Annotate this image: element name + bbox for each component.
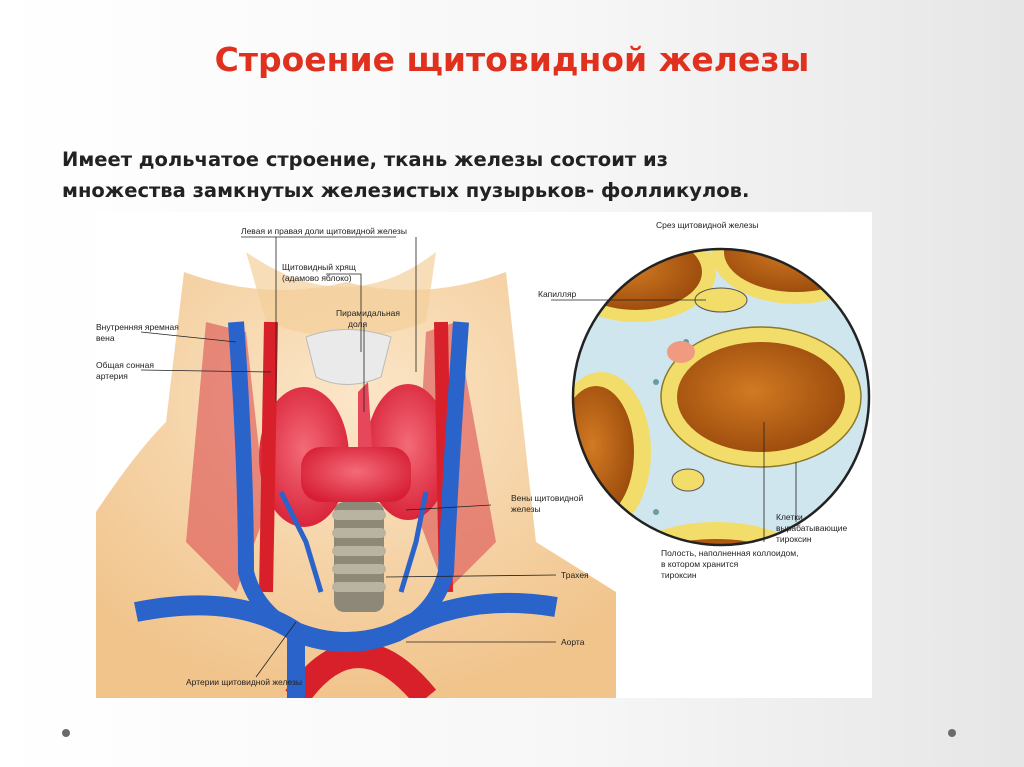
follicle-section bbox=[571, 247, 871, 547]
slide-text: Имеет дольчатое строение, ткань железы с… bbox=[62, 144, 962, 206]
thyroid-illustration: Левая и правая доли щитовидной железы Щи… bbox=[96, 212, 872, 698]
slide-corner-dot-right bbox=[948, 729, 956, 737]
trachea bbox=[332, 502, 386, 612]
slide-text-line-2: множества замкнутых железистых пузырьков… bbox=[62, 179, 750, 202]
label-cartilage-sub: (адамово яблоко) bbox=[282, 273, 352, 283]
label-jugular-sub: вена bbox=[96, 333, 115, 343]
label-thyroid-veins: Вены щитовидной bbox=[511, 493, 583, 503]
label-trachea: Трахея bbox=[561, 570, 589, 580]
thyroid-gland bbox=[259, 382, 450, 527]
jugular-veins bbox=[134, 321, 558, 698]
label-aorta: Аорта bbox=[561, 637, 585, 647]
label-cavity-sub: в котором хранится bbox=[661, 559, 739, 569]
slide-corner-dot-left bbox=[62, 729, 70, 737]
label-cavity-sub2: тироксин bbox=[661, 570, 697, 580]
anatomy-diagram: Левая и правая доли щитовидной железы Щи… bbox=[96, 220, 871, 698]
label-cells-sub: вырабатывающие bbox=[776, 523, 848, 533]
label-cartilage: Щитовидный хрящ bbox=[282, 262, 356, 272]
label-lobes: Левая и правая доли щитовидной железы bbox=[241, 226, 407, 236]
label-jugular: Внутренняя яремная bbox=[96, 322, 179, 332]
label-pyramidal-sub: доля bbox=[348, 319, 367, 329]
slide-title: Строение щитовидной железы bbox=[214, 40, 810, 79]
neck-drawing bbox=[96, 252, 616, 698]
label-pyramidal: Пирамидальная bbox=[336, 308, 400, 318]
label-cells-sub2: тироксин bbox=[776, 534, 812, 544]
slide-text-line-1: Имеет дольчатое строение, ткань железы с… bbox=[62, 148, 668, 171]
label-capillary: Капилляр bbox=[538, 289, 577, 299]
label-thyroid-veins-sub: железы bbox=[511, 504, 541, 514]
label-carotid: Общая сонная bbox=[96, 360, 154, 370]
label-thyroid-arteries: Артерии щитовидной железы bbox=[186, 677, 302, 687]
label-cavity: Полость, наполненная коллоидом, bbox=[661, 548, 799, 558]
label-section: Срез щитовидной железы bbox=[656, 220, 758, 230]
label-cells: Клетки, bbox=[776, 512, 805, 522]
label-carotid-sub: артерия bbox=[96, 371, 128, 381]
leader-lines bbox=[140, 236, 797, 678]
